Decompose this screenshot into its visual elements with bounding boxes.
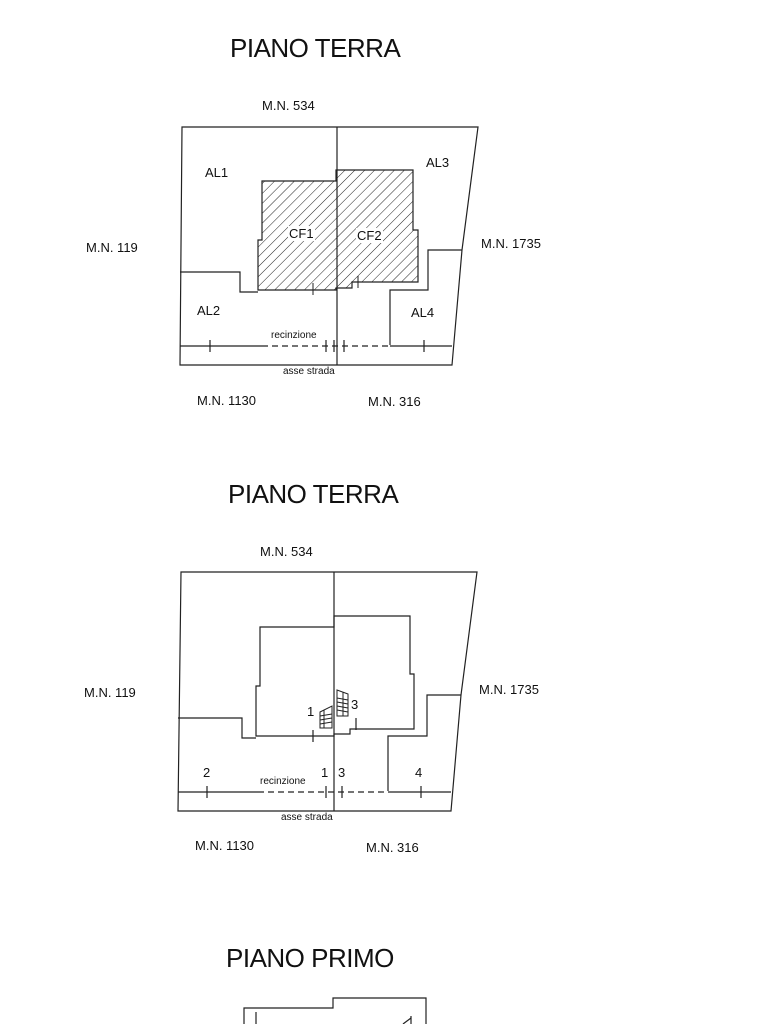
plan1-area-al1: AL1 (205, 165, 229, 180)
plan2-stair-label-1: 1 (307, 704, 315, 719)
plan1-yard-al2 (180, 271, 258, 293)
plan1-east-parcel: M.N. 1735 (481, 236, 541, 251)
plan2-site (177, 571, 478, 812)
plan2-stairs (319, 689, 349, 729)
plan2-west-parcel: M.N. 119 (84, 685, 136, 700)
plan1-south-right-parcel: M.N. 316 (368, 394, 421, 409)
plan1-unit-cf1: CF1 (288, 226, 315, 241)
plan1-unit-cf2: CF2 (356, 228, 383, 243)
plan2-road-label: asse strada (281, 812, 333, 823)
plan2-marker-3: 3 (338, 765, 346, 780)
plan3-title: PIANO PRIMO (226, 943, 394, 973)
plan1-south-left-parcel: M.N. 1130 (197, 393, 257, 408)
plan1-west-parcel: M.N. 119 (86, 240, 138, 255)
plan2-marker-2: 2 (203, 765, 211, 780)
plan2-marker-4: 4 (415, 765, 423, 780)
plan2-south-right-parcel: M.N. 316 (366, 840, 419, 855)
plan2-south-left-parcel: M.N. 1130 (195, 838, 255, 853)
plan1-area-al3: AL3 (426, 155, 450, 170)
plan2-building-outline (255, 615, 415, 737)
plan1-title: PIANO TERRA (230, 33, 401, 63)
plan2-marker-1: 1 (321, 765, 329, 780)
plan1-yard-al4 (389, 249, 462, 345)
plan1-area-al2: AL2 (197, 303, 221, 318)
plan2-north-parcel: M.N. 534 (260, 544, 313, 559)
plan2-stair-label-3: 3 (351, 697, 359, 712)
plan1-fence-label: recinzione (271, 330, 317, 341)
plan3-site (243, 997, 427, 1024)
plan2-east-parcel: M.N. 1735 (479, 682, 539, 697)
plan1-building-hatched (257, 169, 419, 291)
plan2-fence-label: recinzione (260, 776, 306, 787)
plan3-building-outline (243, 997, 427, 1024)
plan1-site (179, 126, 479, 366)
plan2-title: PIANO TERRA (228, 479, 399, 509)
plan1-road-label: asse strada (283, 366, 335, 377)
plan1-area-al4: AL4 (411, 305, 435, 320)
plan1-north-parcel: M.N. 534 (262, 98, 315, 113)
plan2-lot-boundary (177, 571, 478, 812)
plan1-lot-boundary (179, 126, 479, 366)
